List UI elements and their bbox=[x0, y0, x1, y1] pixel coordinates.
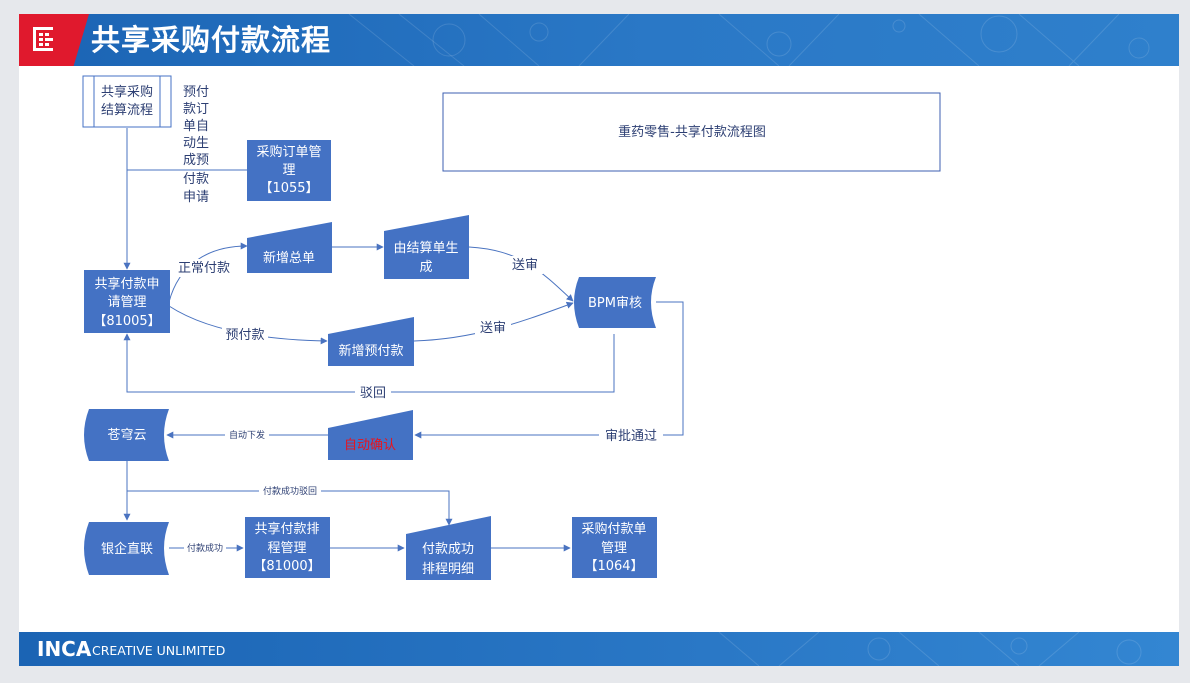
brand-logo-icon bbox=[33, 27, 53, 51]
svg-text:苍穹云: 苍穹云 bbox=[107, 427, 146, 443]
node-schedule-management: 共享付款排 程管理 【81000】 bbox=[245, 517, 330, 578]
node-bpm-review: BPM审核 bbox=[574, 277, 656, 328]
svg-text:请管理: 请管理 bbox=[107, 295, 146, 310]
svg-text:新增预付款: 新增预付款 bbox=[338, 343, 403, 359]
node-new-total: 新增总单 bbox=[247, 222, 332, 273]
svg-text:单自: 单自 bbox=[183, 119, 209, 134]
svg-text:付款成功: 付款成功 bbox=[422, 542, 474, 557]
svg-text:采购订单管: 采购订单管 bbox=[256, 144, 321, 160]
svg-text:付款: 付款 bbox=[183, 172, 209, 187]
page-title: 共享采购付款流程 bbox=[91, 23, 332, 57]
svg-text:共享付款排: 共享付款排 bbox=[254, 521, 319, 537]
label-auto-prepay-order: 预付 款订 单自 动生 成预 付款 申请 bbox=[183, 85, 209, 205]
node-from-settlement: 由结算单生 成 bbox=[384, 215, 469, 279]
svg-text:银企直联: 银企直联 bbox=[101, 541, 153, 557]
flowchart: 重药零售-共享付款流程图 正常付款 预付款 送审 bbox=[82, 75, 941, 580]
caption-text: 重药零售-共享付款流程图 bbox=[618, 124, 766, 140]
label-send-review-1: 送审 bbox=[512, 258, 538, 273]
svg-text:款订: 款订 bbox=[183, 102, 209, 117]
node-bank-direct: 银企直联 bbox=[84, 522, 169, 575]
label-send-review-2: 送审 bbox=[480, 321, 506, 336]
svg-text:采购付款单: 采购付款单 bbox=[581, 521, 646, 537]
node-start: 共享采购 结算流程 bbox=[82, 75, 172, 128]
edge-labels: 正常付款 预付款 送审 送审 驳回 审批通过 自动下发 付款成功驳回 付款成功 … bbox=[173, 85, 663, 554]
footer-bar: INCA CREATIVE UNLIMITED bbox=[19, 632, 1179, 666]
label-auto-dispatch: 自动下发 bbox=[229, 429, 265, 441]
brand-tagline: CREATIVE UNLIMITED bbox=[92, 643, 226, 658]
svg-text:预付: 预付 bbox=[183, 85, 209, 100]
label-pay-success: 付款成功 bbox=[187, 542, 223, 554]
node-cangqiong-cloud: 苍穹云 bbox=[84, 409, 169, 461]
node-purchase-order: 采购订单管 理 【1055】 bbox=[247, 140, 331, 201]
edge-success-reject bbox=[127, 490, 453, 526]
node-success-detail: 付款成功 排程明细 bbox=[406, 516, 491, 580]
slide: 共享采购付款流程 重药零售-共享付款流程图 bbox=[19, 14, 1179, 666]
svg-text:【81005】: 【81005】 bbox=[93, 314, 160, 329]
svg-text:排程明细: 排程明细 bbox=[422, 562, 474, 577]
node-apply-management: 共享付款申 请管理 【81005】 bbox=[84, 270, 170, 333]
brand-name: INCA bbox=[37, 637, 92, 661]
svg-text:动生: 动生 bbox=[183, 136, 209, 151]
node-new-prepay: 新增预付款 bbox=[328, 317, 414, 366]
caption-box bbox=[442, 92, 941, 172]
header-bar: 共享采购付款流程 bbox=[19, 14, 1179, 66]
svg-text:共享付款申: 共享付款申 bbox=[94, 276, 159, 292]
footer-pattern bbox=[718, 632, 1142, 666]
svg-text:BPM审核: BPM审核 bbox=[588, 296, 642, 311]
svg-text:成预: 成预 bbox=[183, 153, 209, 168]
label-success-reject: 付款成功驳回 bbox=[263, 485, 317, 497]
svg-text:【81000】: 【81000】 bbox=[253, 559, 320, 574]
svg-text:申请: 申请 bbox=[183, 190, 209, 205]
svg-text:由结算单生: 由结算单生 bbox=[393, 241, 458, 256]
header-pattern bbox=[348, 14, 1150, 66]
node-purchase-payment: 采购付款单 管理 【1064】 bbox=[572, 517, 657, 578]
label-prepay: 预付款 bbox=[225, 328, 264, 343]
label-approved: 审批通过 bbox=[605, 429, 657, 444]
svg-text:【1055】: 【1055】 bbox=[259, 181, 318, 196]
svg-text:理: 理 bbox=[282, 163, 295, 178]
edge-approved bbox=[414, 301, 684, 439]
svg-text:管理: 管理 bbox=[601, 541, 627, 556]
svg-text:结算流程: 结算流程 bbox=[101, 103, 153, 118]
label-normal-pay: 正常付款 bbox=[178, 261, 230, 276]
label-reject: 驳回 bbox=[360, 386, 386, 401]
svg-text:成: 成 bbox=[419, 260, 432, 275]
svg-text:【1064】: 【1064】 bbox=[584, 559, 643, 574]
svg-text:自动确认: 自动确认 bbox=[344, 438, 396, 453]
node-auto-confirm: 自动确认 bbox=[328, 410, 413, 460]
svg-text:新增总单: 新增总单 bbox=[263, 250, 315, 266]
svg-text:程管理: 程管理 bbox=[267, 541, 306, 556]
svg-text:共享采购: 共享采购 bbox=[101, 84, 153, 100]
